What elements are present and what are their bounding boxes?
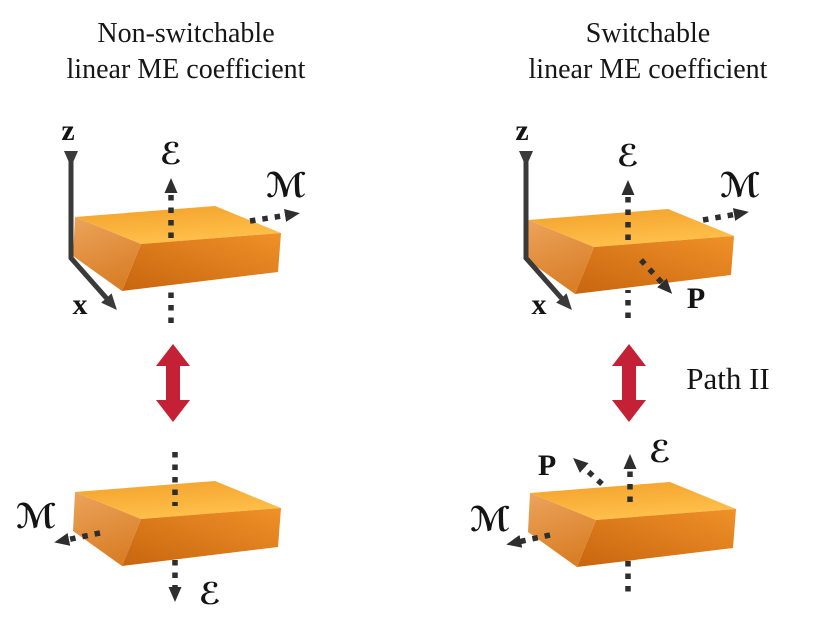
e-field-label-top-right: ℰ	[617, 139, 639, 174]
m-arrow-top-right	[702, 208, 749, 223]
xz-axes-top-right	[519, 151, 572, 310]
z-axis-label-top-right: z	[515, 114, 528, 147]
m-arrow-top-left	[249, 209, 300, 224]
path-ii-label: Path II	[686, 361, 770, 396]
m-arrow-bottom-right	[506, 532, 551, 548]
top-right-diagram: z x ℰ ℳ P	[515, 114, 760, 321]
double-arrow-right	[612, 344, 646, 422]
xz-axes-top-left	[64, 151, 117, 310]
right-panel-title: Switchable linear ME coefficient	[488, 16, 808, 88]
x-axis-label-top-right: x	[532, 288, 547, 321]
p-arrow-bottom-right	[573, 457, 604, 487]
left-title-line1: Non-switchable	[97, 18, 275, 49]
p-arrow-top-right	[638, 258, 673, 294]
m-label-top-left: ℳ	[266, 166, 306, 206]
right-title-line1: Switchable	[585, 18, 711, 49]
left-panel-title: Non-switchable linear ME coefficient	[21, 16, 351, 88]
z-axis-label-top-left: z	[61, 114, 74, 147]
m-label-bottom-left: ℳ	[16, 497, 56, 537]
right-title-line2: linear ME coefficient	[528, 54, 768, 85]
m-arrow-bottom-left	[54, 530, 101, 546]
bottom-left-diagram: ℰ ℳ	[16, 452, 281, 612]
m-label-bottom-right: ℳ	[470, 500, 510, 540]
left-title-line2: linear ME coefficient	[66, 54, 306, 85]
p-label-top-right: P	[687, 282, 705, 315]
slab-bottom-right	[528, 482, 736, 567]
e-field-label-top-left: ℰ	[160, 137, 182, 172]
top-left-diagram: z x ℰ ℳ	[61, 114, 306, 323]
bottom-right-diagram: ℰ ℳ P	[470, 435, 736, 592]
p-label-bottom-right: P	[538, 449, 556, 482]
e-field-label-bottom-left: ℰ	[199, 577, 221, 612]
m-label-top-right: ℳ	[720, 166, 760, 206]
double-arrow-left	[156, 344, 190, 422]
e-field-label-bottom-right: ℰ	[649, 435, 671, 470]
x-axis-label-top-left: x	[73, 288, 88, 321]
